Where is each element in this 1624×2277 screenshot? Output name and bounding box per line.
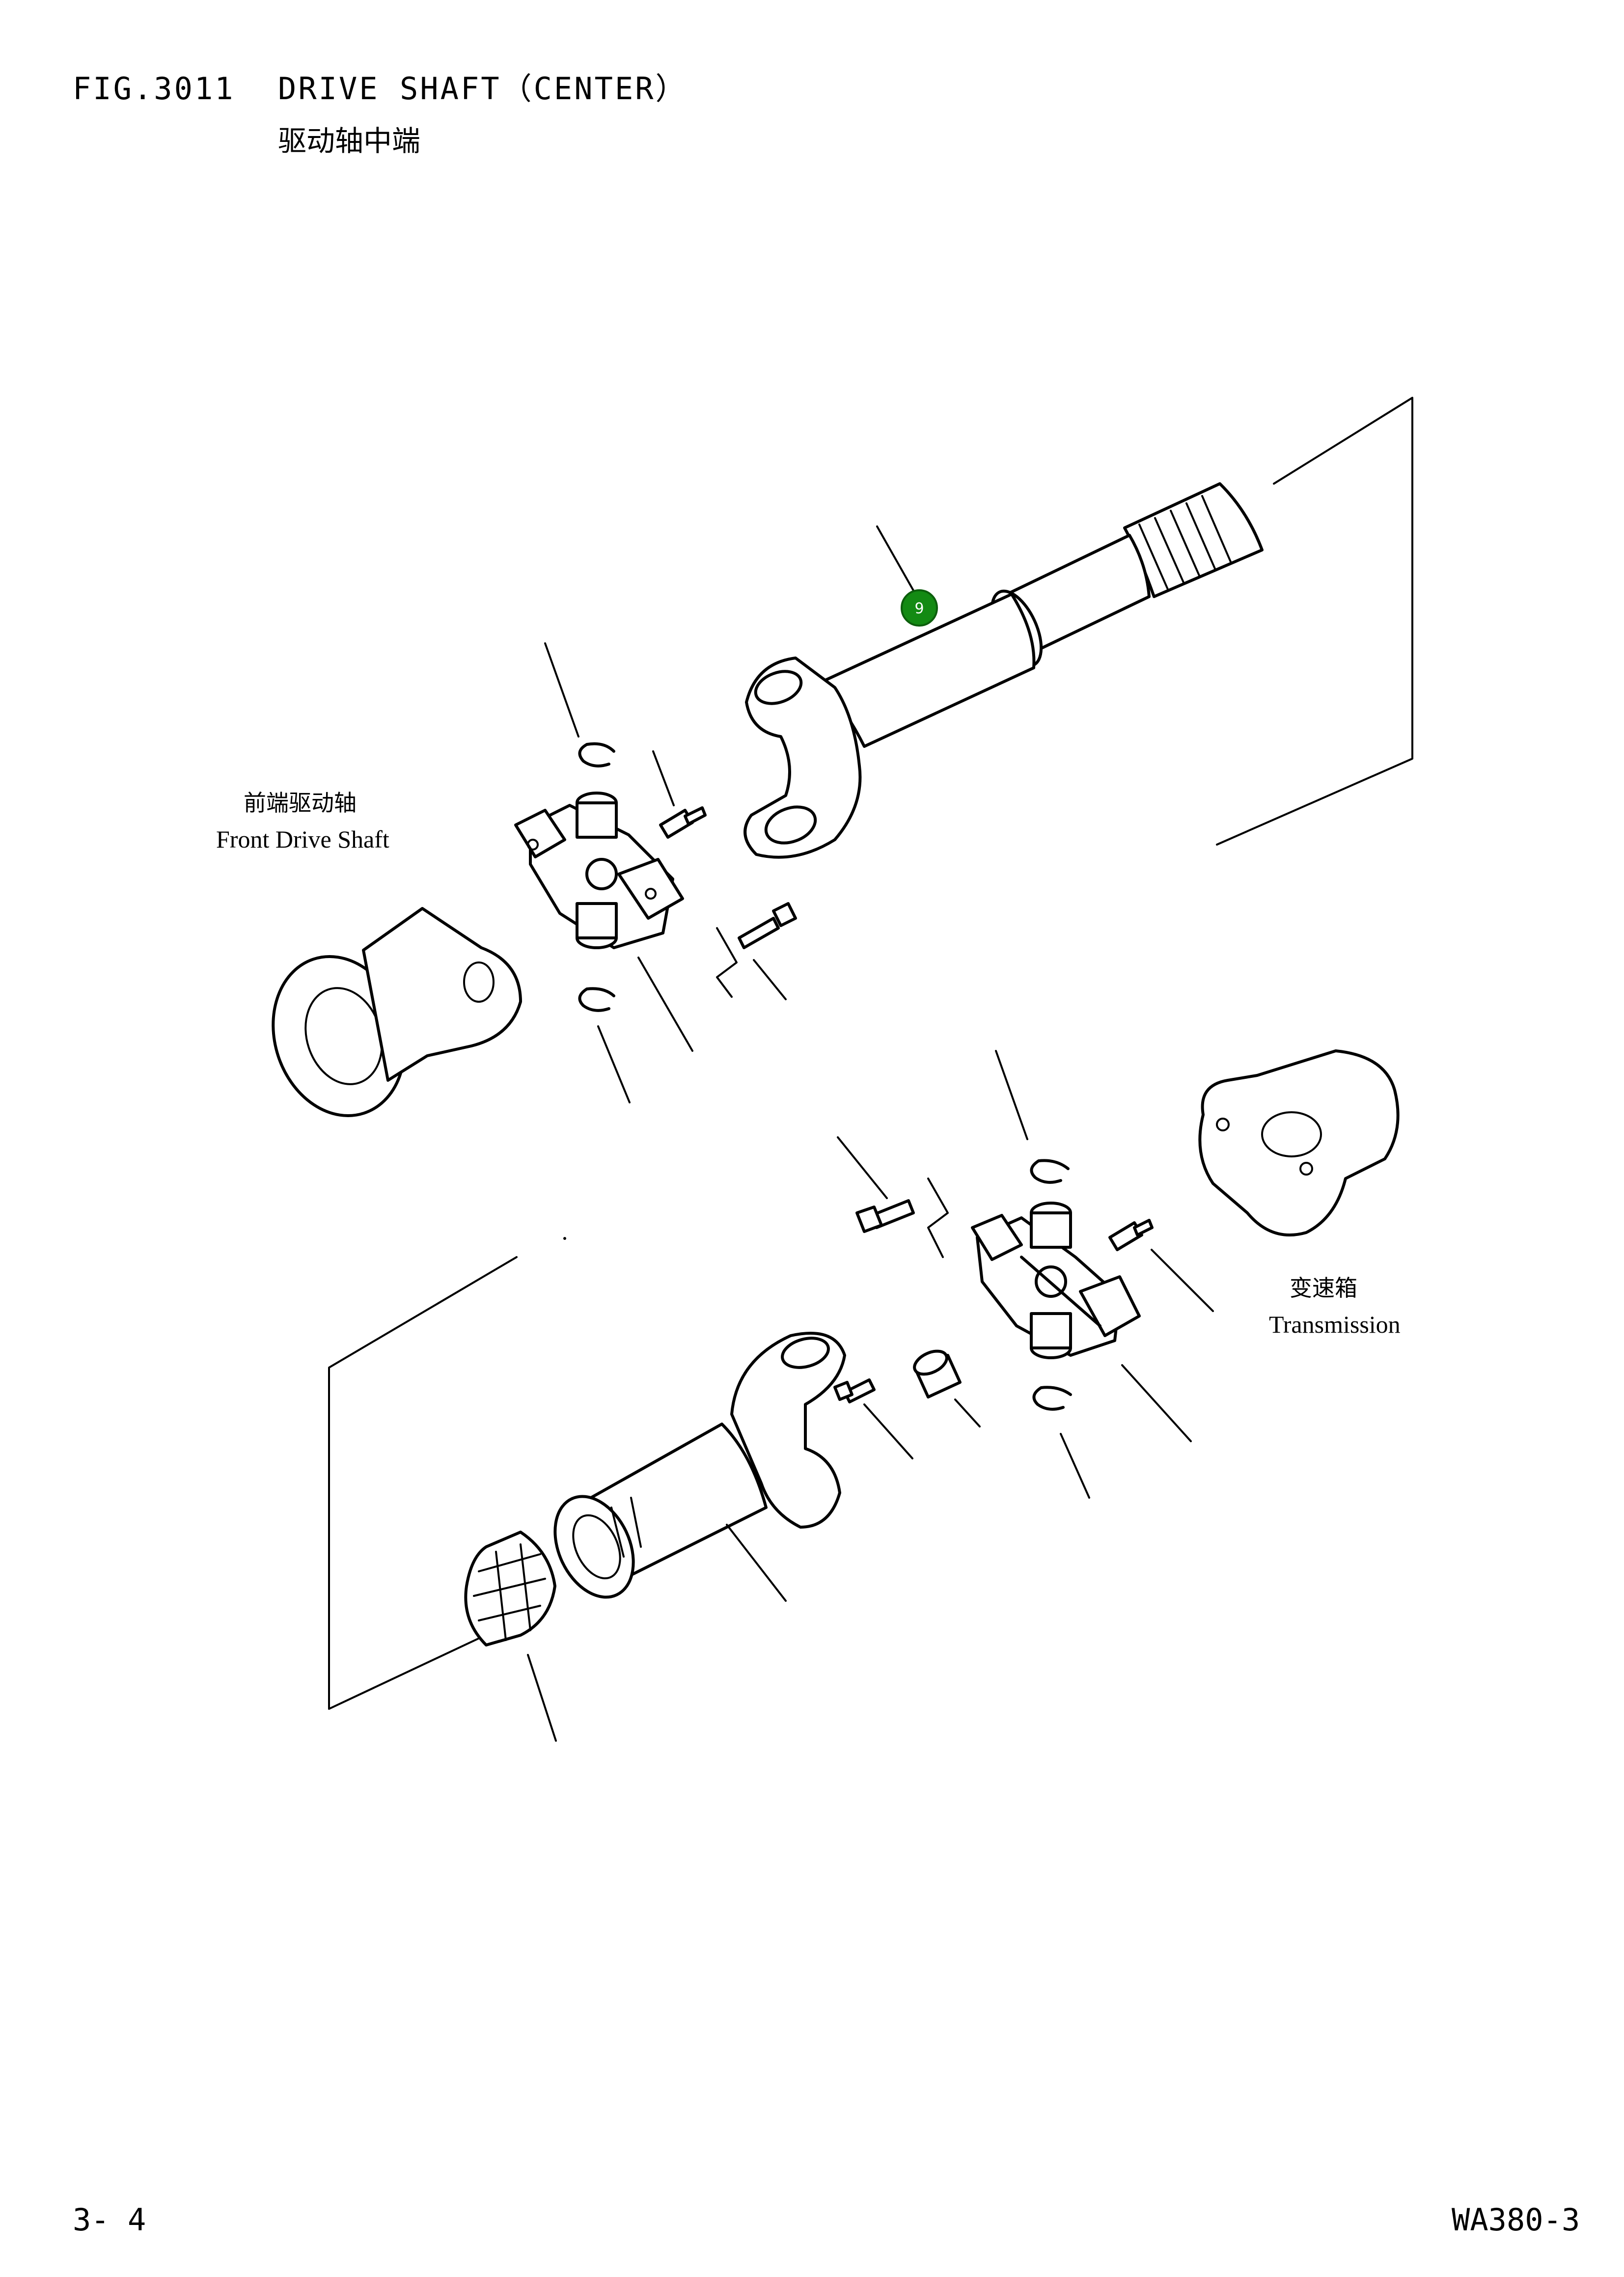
figure-title: DRIVE SHAFT（CENTER） — [278, 71, 688, 107]
upper-bolt[interactable] — [716, 902, 797, 1000]
front-drive-shaft-label-en: Front Drive Shaft — [216, 825, 389, 853]
lower-snap-ring-bottom[interactable] — [1032, 1386, 1090, 1499]
upper-joint-leader — [637, 957, 693, 1052]
figure-title-cn: 驱动轴中端 — [278, 124, 421, 158]
front-drive-shaft-label-cn: 前端驱动轴 — [244, 790, 357, 816]
stray-dot — [563, 1237, 566, 1240]
lower-universal-joint[interactable] — [971, 1202, 1192, 1442]
upper-snap-ring-bottom[interactable] — [578, 987, 631, 1103]
lower-bolt[interactable] — [837, 1136, 949, 1258]
upper-grease-fitting[interactable] — [652, 750, 707, 839]
figure-number: FIG.3011 — [73, 71, 235, 107]
upper-snap-ring-top[interactable] — [544, 642, 615, 768]
front-drive-shaft-flange — [272, 907, 522, 1117]
page-number: 3- 4 — [73, 2202, 146, 2238]
lower-snap-ring-top[interactable] — [995, 1050, 1070, 1184]
callout-9-number: 9 — [914, 600, 924, 617]
transmission-yoke — [1198, 1049, 1400, 1236]
lower-grease-fitting-center[interactable] — [833, 1378, 913, 1459]
transmission-label-cn: 变速箱 — [1290, 1275, 1357, 1301]
callout-9[interactable]: 9 — [876, 525, 938, 627]
lower-group-bracket — [328, 1256, 518, 1710]
upper-group-bracket — [1216, 397, 1413, 846]
lower-grease-fitting-right[interactable] — [1108, 1219, 1214, 1312]
upper-universal-joint[interactable] — [514, 792, 684, 949]
center-drive-shaft[interactable] — [743, 482, 1264, 859]
dust-seal-cap[interactable] — [464, 1531, 557, 1742]
transmission-label-en: Transmission — [1269, 1311, 1401, 1338]
model-number: WA380-3 — [1452, 2202, 1580, 2238]
bushing[interactable] — [911, 1346, 981, 1427]
slip-yoke-tube[interactable] — [540, 1332, 846, 1610]
